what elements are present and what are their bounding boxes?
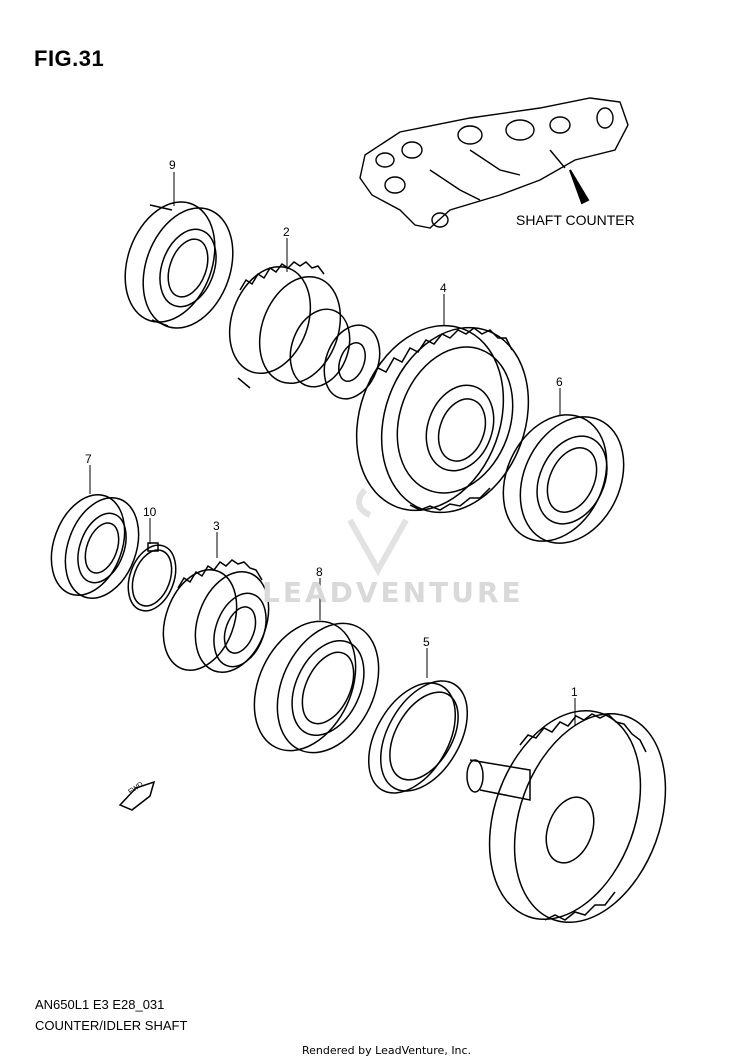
callout-8[interactable]: 8: [316, 565, 323, 579]
render-credit: Rendered by LeadVenture, Inc.: [302, 1044, 472, 1057]
watermark-logo: [347, 487, 409, 577]
figure-name: COUNTER/IDLER SHAFT: [35, 1018, 188, 1033]
figure-title: FIG.31: [34, 46, 105, 71]
callout-5[interactable]: 5: [423, 635, 430, 649]
callout-2[interactable]: 2: [283, 225, 290, 239]
callout-1[interactable]: 1: [571, 685, 578, 699]
callout-9[interactable]: 9: [169, 158, 176, 172]
leader-lines: [89, 172, 576, 725]
part-10-circlip: [127, 542, 177, 612]
callout-7[interactable]: 7: [85, 452, 92, 466]
figure-code: AN650L1 E3 E28_031: [35, 997, 165, 1012]
part-2-gear: [228, 261, 381, 400]
part-9-bearing: [124, 201, 234, 329]
part-7-bearing: [50, 494, 140, 599]
shaft-counter-inset: [359, 97, 629, 229]
watermark-text: LEADVENTURE: [262, 576, 524, 609]
callout-3[interactable]: 3: [213, 519, 220, 533]
part-5-seal: [367, 680, 469, 794]
part-3-gear: [162, 559, 270, 673]
fwd-arrow-icon: [118, 780, 156, 811]
shaft-counter-label: SHAFT COUNTER: [516, 212, 635, 228]
callout-4[interactable]: 4: [440, 281, 447, 295]
callout-10[interactable]: 10: [143, 505, 157, 519]
part-6-bearing: [502, 414, 625, 544]
part-8-bearing: [253, 620, 380, 754]
pointer-arrow: [569, 169, 590, 205]
part-1-gear: [466, 709, 667, 924]
part-4-gear: [355, 324, 530, 514]
callout-6[interactable]: 6: [556, 375, 563, 389]
